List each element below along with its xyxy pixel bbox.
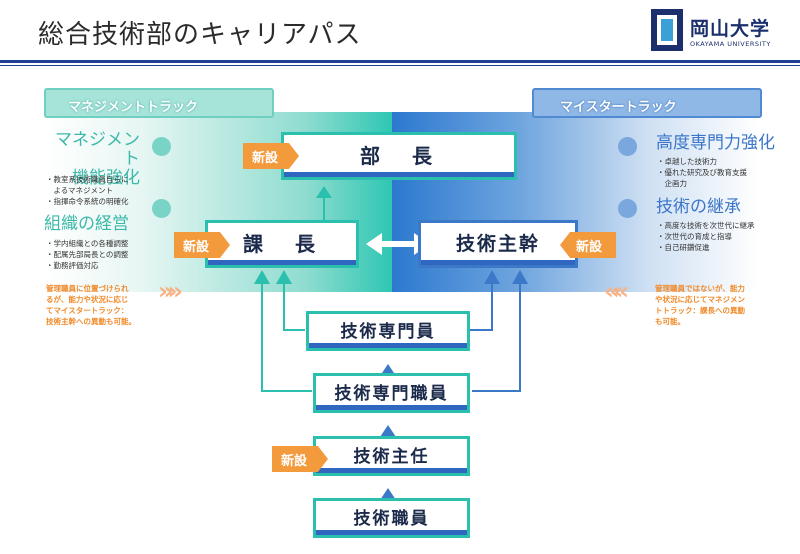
list-item: ・勤務評価対応 xyxy=(46,261,99,270)
list-item: よるマネジメント xyxy=(46,186,113,195)
arrow-up-icon xyxy=(276,270,292,284)
position-kacho: 課 長 xyxy=(205,220,359,268)
left-list-2: ・学内組織との各種調整 ・配属先部局長との調整 ・勤務評価対応 xyxy=(46,238,128,271)
meister-track-label: マイスタートラック xyxy=(532,88,762,118)
left-heading-1-line1: マネジメント xyxy=(55,130,140,169)
university-logo: 岡山大学 OKAYAMA UNIVERSITY xyxy=(650,8,790,54)
arrow-up-icon xyxy=(316,186,332,198)
connector-senmonin-to-kacho xyxy=(283,276,305,331)
note-line: 管理職員に位置づけられ xyxy=(46,284,129,293)
right-note: 管理職員ではないが、能力 や状況に応じてマネジメン トトラック：課長への異動 も… xyxy=(655,283,745,327)
connector-shokuin-to-shukan xyxy=(472,276,521,392)
list-item: ・配属先部局長との調整 xyxy=(46,250,129,259)
left-note: 管理職員に位置づけられ るが、能力や状況に応じ てマイスタートラック： 技術主幹… xyxy=(46,283,136,327)
note-line: 技術主幹への異動も可能。 xyxy=(46,317,136,326)
bullet-dot-icon xyxy=(618,199,637,218)
note-line: トトラック：課長への異動 xyxy=(655,306,745,315)
left-heading-2: 組織の経営 xyxy=(44,214,129,234)
page-title: 総合技術部のキャリアパス xyxy=(38,20,362,50)
new-badge-shunin: 新設 xyxy=(272,446,328,472)
list-item: ・指揮命令系統の明確化 xyxy=(46,197,129,206)
header-rule xyxy=(0,60,800,63)
position-gijutsu-shunin: 技術主任 xyxy=(313,436,470,476)
note-line: も可能。 xyxy=(655,317,685,326)
right-heading-1: 高度専門力強化 xyxy=(656,133,775,153)
list-item: ・学内組織との各種調整 xyxy=(46,239,129,248)
arrow-up-icon xyxy=(380,425,396,437)
left-heading-1: マネジメント 機能強化 xyxy=(44,131,140,188)
arrow-up-icon xyxy=(380,488,396,500)
position-gijutsu-senmonin: 技術専門員 xyxy=(306,311,470,351)
list-item: ・教室系技術職員自らに xyxy=(46,175,129,184)
right-heading-2: 技術の継承 xyxy=(656,197,741,217)
note-line: や状況に応じてマネジメン xyxy=(655,295,745,304)
list-item: ・自己研鑽促進 xyxy=(657,243,710,252)
position-label: 技術専門職員 xyxy=(334,383,449,404)
university-name-english: OKAYAMA UNIVERSITY xyxy=(690,40,771,48)
position-gijutsu-shokuin: 技術職員 xyxy=(313,498,470,538)
position-gijutsu-shukan: 技術主幹 xyxy=(418,220,578,268)
list-item: ・卓越した技術力 xyxy=(657,157,717,166)
note-line: 管理職員ではないが、能力 xyxy=(655,284,745,293)
arrow-up-icon xyxy=(512,270,528,284)
position-label: 技術主幹 xyxy=(455,232,540,255)
bullet-dot-icon xyxy=(152,199,171,218)
note-line: てマイスタートラック： xyxy=(46,306,129,315)
list-item: ・次世代の育成と指導 xyxy=(657,232,732,241)
note-line: るが、能力や状況に応じ xyxy=(46,295,129,304)
list-item: ・高度な技術を次世代に継承 xyxy=(657,221,755,230)
position-bucho: 部 長 xyxy=(281,132,517,180)
bullet-dot-icon xyxy=(152,137,171,156)
list-item: ・優れた研究及び教育支援 xyxy=(657,168,747,177)
management-track-label: マネジメントトラック xyxy=(44,88,274,118)
position-label: 技術専門員 xyxy=(340,321,436,342)
header-rule-thin xyxy=(0,65,800,66)
left-list-1: ・教室系技術職員自らに よるマネジメント ・指揮命令系統の明確化 xyxy=(46,174,129,207)
position-label: 技術主任 xyxy=(353,446,430,467)
arrow-up-icon xyxy=(484,270,500,284)
connector-shokuin-to-kacho xyxy=(261,276,312,392)
list-item: 企画力 xyxy=(657,179,687,188)
university-name: 岡山大学 xyxy=(690,18,771,40)
okayama-university-emblem-icon xyxy=(651,9,683,51)
right-list-2: ・高度な技術を次世代に継承 ・次世代の育成と指導 ・自己研鑽促進 xyxy=(657,220,755,253)
bullet-dot-icon xyxy=(618,137,637,156)
new-badge-shukan: 新設 xyxy=(560,232,616,258)
right-list-1: ・卓越した技術力 ・優れた研究及び教育支援 企画力 xyxy=(657,156,747,189)
position-label: 部 長 xyxy=(360,143,438,168)
position-label: 技術職員 xyxy=(353,508,430,529)
position-label: 課 長 xyxy=(243,231,321,256)
connector-senmonin-to-shukan xyxy=(470,276,493,331)
new-badge-kacho: 新設 xyxy=(174,232,230,258)
left-heading-1-line2: 機能強化 xyxy=(72,168,140,188)
arrow-up-icon xyxy=(254,270,270,284)
new-badge-bucho: 新設 xyxy=(243,143,299,169)
position-gijutsu-senmon-shokuin: 技術専門職員 xyxy=(313,373,470,413)
